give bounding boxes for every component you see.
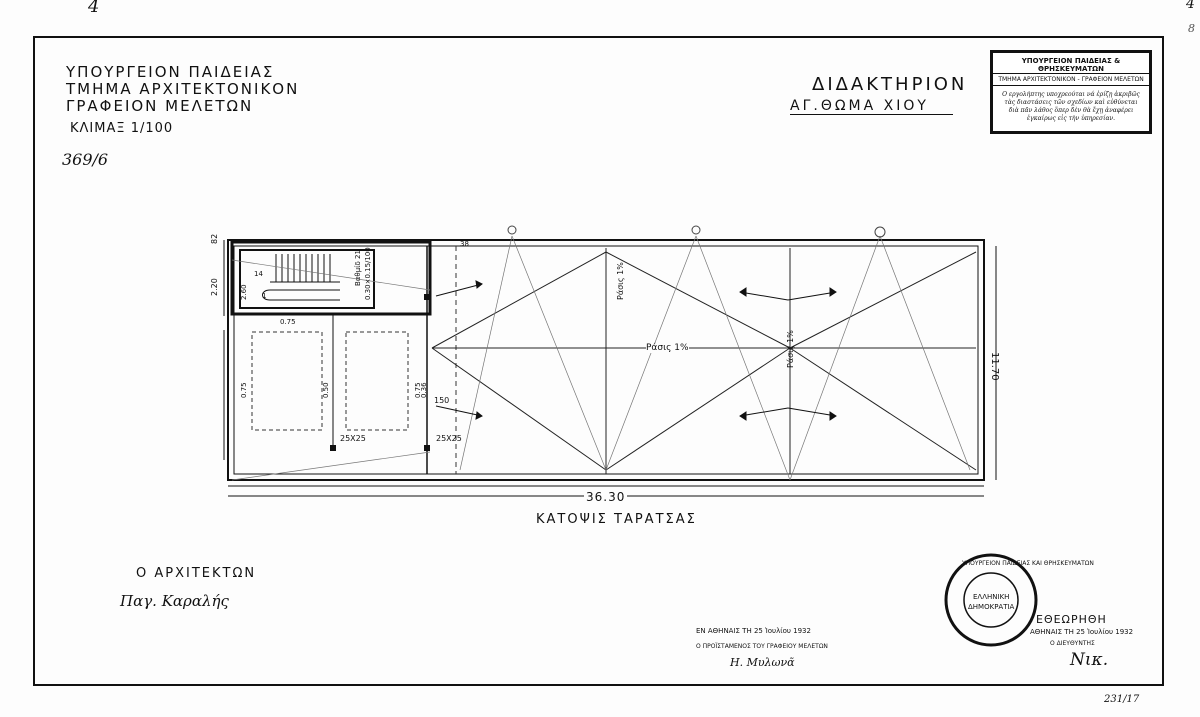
approval-role: Ο ΔΙΕΥΘΥΝΤΗΣ xyxy=(1050,640,1095,647)
department-title: ΤΜΗΜΑ ΑΡΧΙΤΕΚΤΟΝΙΚΟΝ xyxy=(66,80,300,98)
signoff-date: ΕΝ ΑΘΗΝΑΙΣ ΤΗ 25 Ἰουλίου 1932 xyxy=(696,627,811,635)
office-title: ΓΡΑΦΕΙΟΝ ΜΕΛΕΤΩΝ xyxy=(66,97,254,115)
stair-step-1: 1 xyxy=(262,292,267,300)
seal-inner-text-1: ΕΛΛΗΝΙΚΗ xyxy=(973,593,1010,601)
signoff-signature: Η. Μυλωνᾶ xyxy=(730,656,795,669)
approval-signature: Νικ. xyxy=(1070,650,1109,670)
slope-lines xyxy=(431,248,977,474)
seal-inner-text-2: ΔΗΜΟΚΡΑΤΙΑ xyxy=(968,603,1015,611)
pencil-sketch-lines xyxy=(231,235,971,481)
architect-signature: Παγ. Καραλής xyxy=(120,592,229,610)
architect-title: Ο ΑΡΧΙΤΕΚΤΩΝ xyxy=(136,566,257,581)
dimension-075-top: 0.75 xyxy=(280,318,296,326)
overall-length-dimension: 36.30 xyxy=(584,490,628,504)
corner-mark-top-right-2: 8 xyxy=(1188,22,1195,35)
scale-label: ΚΛΙΜΑΞ 1/100 xyxy=(70,121,174,136)
drain-markers xyxy=(507,225,886,238)
corner-mark-top-right: 4 xyxy=(1186,0,1195,12)
signoff-role: Ο ΠΡΟΪΣΤΑΜΕΝΟΣ ΤΟΥ ΓΡΑΦΕΙΟΥ ΜΕΛΕΤΩΝ xyxy=(696,643,828,650)
corner-mark-top-left: 4 xyxy=(88,0,100,17)
approval-date: ΑΘΗΝΑΙΣ ΤΗ 25 Ἰουλίου 1932 xyxy=(1030,628,1134,636)
drawing-border xyxy=(33,36,1164,686)
stair-enclosure xyxy=(239,249,375,309)
stamp-line-2: ΤΜΗΜΑ ΑΡΧΙΤΕΚΤΟΝΙΚΟΝ - ΓΡΑΦΕΙΟΝ ΜΕΛΕΤΩΝ xyxy=(993,73,1149,86)
approval-label: ΕΘΕΩΡΗΘΗ xyxy=(1036,613,1107,626)
ministry-title: ΥΠΟΥΡΓΕΙΟΝ ΠΑΙΔΕΙΑΣ xyxy=(66,63,275,81)
stair-step-14: 14 xyxy=(254,270,263,278)
column-size-2: 25X25 xyxy=(436,434,462,443)
ministry-stamp-box: ΥΠΟΥΡΓΕΙΟΝ ΠΑΙΔΕΙΑΣ & ΘΡΗΣΚΕΥΜΑΤΩΝ ΤΜΗΜΑ… xyxy=(990,50,1152,134)
drainage-arrows xyxy=(435,280,837,421)
reference-number: 369/6 xyxy=(62,150,109,169)
stairwell-walls xyxy=(230,240,432,316)
seal-outer-text: ΥΠΟΥΡΓΕΙΟΝ ΠΑΙΔΕΙΑΣ ΚΑΙ ΘΡΗΣΚΕΥΜΑΤΩΝ xyxy=(962,560,1094,567)
column-size-1: 25X25 xyxy=(340,434,366,443)
plan-caption: ΚΑΤΟΨΙΣ ΤΑΡΑΤΣΑΣ xyxy=(536,512,697,527)
stair-treads xyxy=(262,254,340,301)
sheet-number: 231/17 xyxy=(1104,694,1140,705)
level-150: 150 xyxy=(434,396,450,405)
roof-outline xyxy=(227,239,985,481)
stamp-line-3: Ο εργολήπτης υποχρεούται νά ἐρίζῃ ἀκριβῶ… xyxy=(1002,91,1140,122)
slope-label-center: Ράσις 1% xyxy=(646,343,689,353)
dashed-room-left xyxy=(251,331,323,431)
dashed-room-right xyxy=(345,331,409,431)
stamp-line-1: ΥΠΟΥΡΓΕΙΟΝ ΠΑΙΔΕΙΑΣ & ΘΡΗΣΚΕΥΜΑΤΩΝ xyxy=(1021,57,1121,73)
project-title: ΔΙΔΑΚΤΗΡΙΟΝ xyxy=(812,74,968,95)
project-subtitle: ΑΓ.ΘΩΜΑ ΧΙΟΥ xyxy=(790,98,953,115)
dimension-38: 38 xyxy=(460,240,469,248)
